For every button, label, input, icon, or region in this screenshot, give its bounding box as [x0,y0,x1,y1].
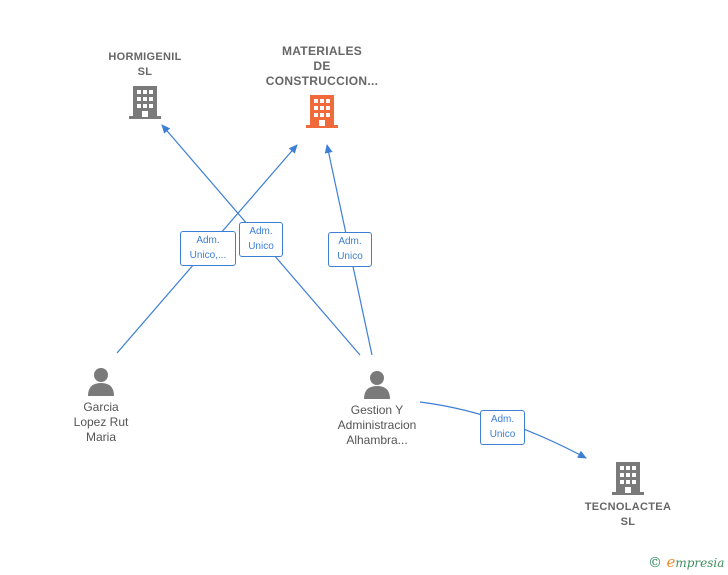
building-icon [612,462,644,495]
company-node-hormigenil[interactable]: HORMIGENIL SL [95,50,195,120]
copyright-icon: © [648,555,662,571]
person-node-gestion[interactable]: Gestion Y Administracion Alhambra... [322,369,432,448]
company-label: TECNOLACTEA SL [584,501,672,528]
edge-label-garcia-materiales[interactable]: Adm. Unico,... [180,231,236,266]
company-node-materiales[interactable]: MATERIALES DE CONSTRUCCION... [252,44,392,129]
person-icon [364,371,390,399]
person-label: Gestion Y Administracion Alhambra... [337,403,417,447]
brand-wordmark: empresia [666,553,725,571]
person-icon [88,368,114,396]
building-icon [129,86,161,119]
empresia-logo[interactable]: © empresia [648,553,724,571]
person-node-garcia[interactable]: Garcia Lopez Rut Maria [55,366,147,445]
edge-label-gestion-materiales[interactable]: Adm. Unico [328,232,372,267]
edge-label-gestion-tecnolactea[interactable]: Adm. Unico [480,410,525,445]
company-label: MATERIALES DE CONSTRUCCION... [265,44,379,88]
building-icon [306,95,338,128]
company-node-tecnolactea[interactable]: TECNOLACTEA SL [578,460,678,530]
company-label: HORMIGENIL SL [108,51,182,78]
person-label: Garcia Lopez Rut Maria [73,400,129,444]
edge-label-gestion-hormigenil[interactable]: Adm. Unico [239,222,283,257]
